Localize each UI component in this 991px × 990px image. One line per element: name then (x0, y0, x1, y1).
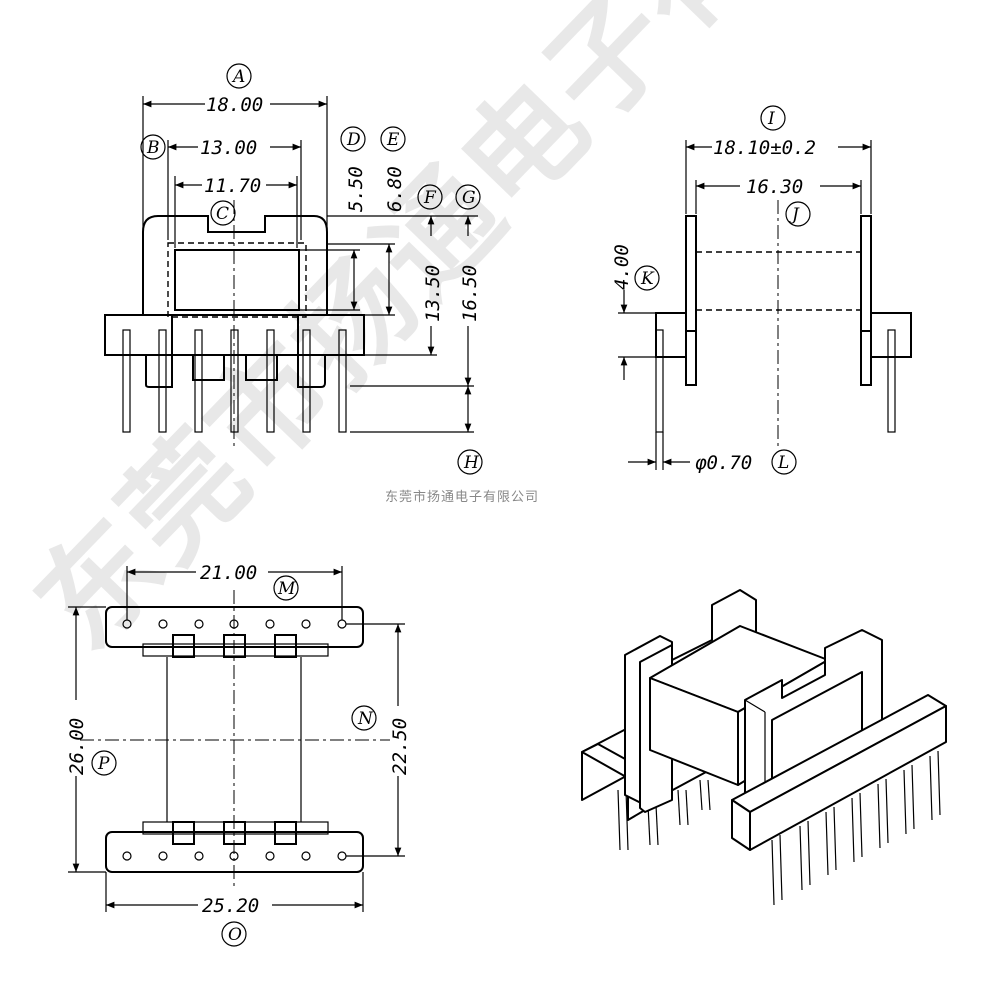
label-k: K (640, 269, 655, 289)
label-o: O (228, 925, 242, 945)
label-n: N (357, 709, 374, 729)
dim-p-value: 26.00 (66, 718, 88, 775)
label-e: E (386, 130, 400, 150)
label-d: D (346, 130, 361, 150)
label-l: L (777, 453, 789, 473)
label-j: J (789, 205, 800, 225)
front-view-labels: A B C D E F G H (140, 63, 483, 475)
company-caption: 东莞市扬通电子有限公司 (385, 490, 540, 505)
dim-c-value: 11.70 (204, 175, 261, 197)
label-a: A (231, 67, 245, 87)
label-m: M (277, 579, 296, 599)
dim-f-value: 13.50 (422, 265, 444, 322)
label-c: C (216, 204, 229, 224)
dim-l-value: φ0.70 (695, 452, 752, 474)
label-i: I (767, 109, 775, 129)
dim-o-value: 25.20 (202, 895, 259, 917)
side-view: 18.10±0.2 16.30 4.00 φ0.70 I J K L (611, 105, 912, 475)
label-p: P (97, 754, 110, 774)
bottom-view-labels: M N O P (91, 575, 377, 947)
label-f: F (423, 188, 437, 208)
side-view-labels: I J K L (634, 105, 811, 475)
label-b: B (146, 138, 160, 158)
dim-b-value: 13.00 (200, 137, 257, 159)
dim-k-value: 4.00 (611, 244, 633, 290)
dim-g-value: 16.50 (459, 265, 481, 322)
label-h: H (463, 453, 480, 473)
label-g: G (462, 188, 476, 208)
dim-e-value: 6.80 (384, 166, 406, 212)
dim-j-value: 16.30 (746, 176, 803, 198)
dim-a-value: 18.00 (206, 94, 263, 116)
bobbin-3d-icon (581, 589, 947, 906)
dim-d-value: 5.50 (345, 166, 367, 212)
front-view: 18.00 13.00 11.70 5.50 6.80 13.50 16.50 (104, 63, 483, 475)
dim-m-value: 21.00 (200, 562, 257, 584)
dim-i-value: 18.10±0.2 (713, 137, 816, 159)
dim-n-value: 22.50 (389, 718, 411, 775)
bottom-view: 21.00 26.00 22.50 25.20 M N O P (66, 562, 411, 947)
